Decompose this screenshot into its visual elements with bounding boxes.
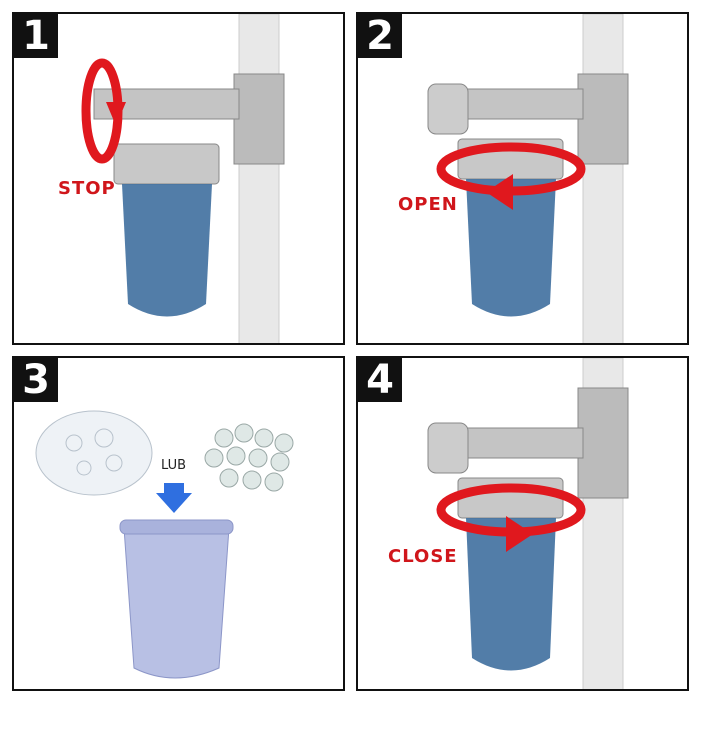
step-number: 1 [14,14,58,58]
step-number: 3 [14,358,58,402]
step-2-panel: 2 OPEN [356,12,689,345]
polyphosphate-crystals [35,410,153,496]
step-1-panel: 1 STOP [12,12,345,345]
filter-illustration [427,358,629,689]
refill-illustration [35,410,294,679]
step-label: CLOSE [388,546,458,567]
step-number: 2 [358,14,402,58]
step-4-panel: 4 CLOSE [356,356,689,691]
step-number: 4 [358,358,402,402]
filter-illustration [81,14,285,343]
step-3-panel: 3 LUB [12,356,345,691]
step-label: OPEN [398,194,458,215]
step-label: LUB [161,458,187,473]
step-label: STOP [58,178,116,199]
down-arrow-icon [156,483,192,513]
filter-illustration [427,14,629,343]
polyphosphate-balls [204,423,294,492]
